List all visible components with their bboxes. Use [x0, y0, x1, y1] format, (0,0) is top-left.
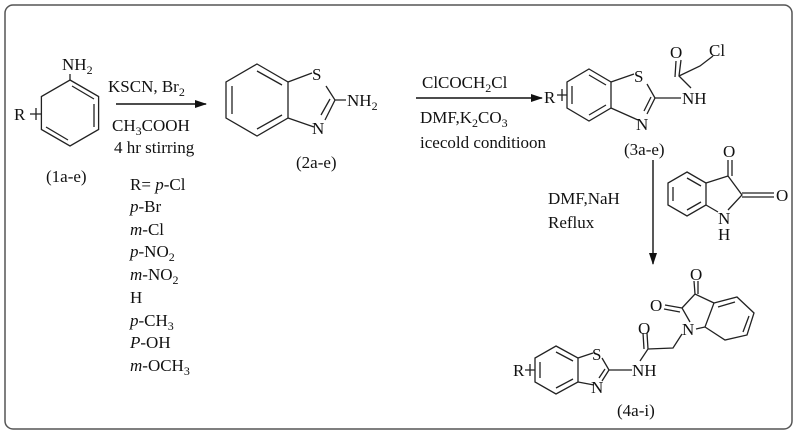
- substituent-list: R= p-Cl p-Br m-Cl p-NO2 m-NO2 H p-CH3 P-…: [129, 175, 190, 378]
- compound-3a-e: R S N NH O Cl (3a-e): [544, 41, 725, 159]
- isatin-amide-oxygen-label: O: [650, 296, 662, 315]
- reaction-step-3: DMF,NaH Reflux: [548, 160, 657, 265]
- carbonyl-oxygen-label: O: [670, 43, 682, 62]
- compound-4a-i: R S N NH O N O O (4a-i): [513, 265, 755, 420]
- substituent-item: m-OCH3: [130, 356, 190, 378]
- nitrogen-label: N: [636, 115, 648, 134]
- sulfur-label: S: [634, 67, 643, 86]
- amide-nh-label: NH: [682, 89, 707, 108]
- substituent-item: H: [130, 288, 142, 307]
- reaction-step-1: KSCN, Br2 CH3COOH 4 hr stirring: [108, 77, 207, 157]
- reagent-line-2: CH3COOH: [112, 116, 190, 138]
- reagent-line-2: Reflux: [548, 213, 595, 232]
- reagent-line-1: ClCOCH2Cl: [422, 73, 508, 95]
- isatin-reagent: O O N H: [667, 142, 788, 244]
- compound-label: (1a-e): [46, 167, 87, 186]
- reagent-line-2: DMF,K2CO3: [420, 108, 508, 130]
- sulfur-label: S: [312, 65, 321, 84]
- isatin-ketone-oxygen-label: O: [690, 265, 702, 284]
- substituent-item: R= p-Cl: [130, 175, 186, 194]
- substituent-item: p-CH3: [129, 311, 174, 333]
- compound-label: (2a-e): [296, 153, 337, 172]
- sulfur-label: S: [592, 345, 601, 364]
- isatin-nitrogen-label: N: [682, 320, 694, 339]
- nitrogen-label: N: [591, 378, 603, 397]
- reaction-step-2: ClCOCH2Cl DMF,K2CO3 icecold conditioon: [416, 73, 547, 152]
- compound-2a-e: S N NH2 (2a-e): [225, 63, 378, 172]
- nitrogen-label: N: [718, 209, 730, 228]
- substituent-item: p-Br: [129, 197, 162, 216]
- amide-nh-label: NH: [632, 361, 657, 380]
- r-substituent-label: R: [513, 361, 525, 380]
- scheme-frame: [4, 4, 793, 430]
- substituent-item: m-Cl: [130, 220, 164, 239]
- compound-label: (4a-i): [617, 401, 655, 420]
- compound-label: (3a-e): [624, 140, 665, 159]
- r-substituent-label: R: [14, 105, 26, 124]
- substituent-item: m-NO2: [130, 265, 179, 287]
- amine-group-label: NH2: [62, 55, 93, 77]
- amide-oxygen-label: O: [638, 319, 650, 338]
- reagent-line-3: 4 hr stirring: [114, 138, 195, 157]
- compound-1a-e: NH2 R (1a-e): [14, 55, 100, 186]
- reagent-line-1: KSCN, Br2: [108, 77, 185, 99]
- ketone-oxygen-label: O: [723, 142, 735, 161]
- amide-oxygen-label: O: [776, 186, 788, 205]
- chlorine-label: Cl: [709, 41, 725, 60]
- reagent-line-3: icecold conditioon: [420, 133, 547, 152]
- substituent-item: P-OH: [129, 333, 171, 352]
- substituent-item: p-NO2: [129, 242, 175, 264]
- amine-group-label: NH2: [347, 91, 378, 113]
- r-substituent-label: R: [544, 88, 556, 107]
- reagent-line-1: DMF,NaH: [548, 189, 620, 208]
- hydrogen-label: H: [718, 225, 730, 244]
- nitrogen-label: N: [312, 119, 324, 138]
